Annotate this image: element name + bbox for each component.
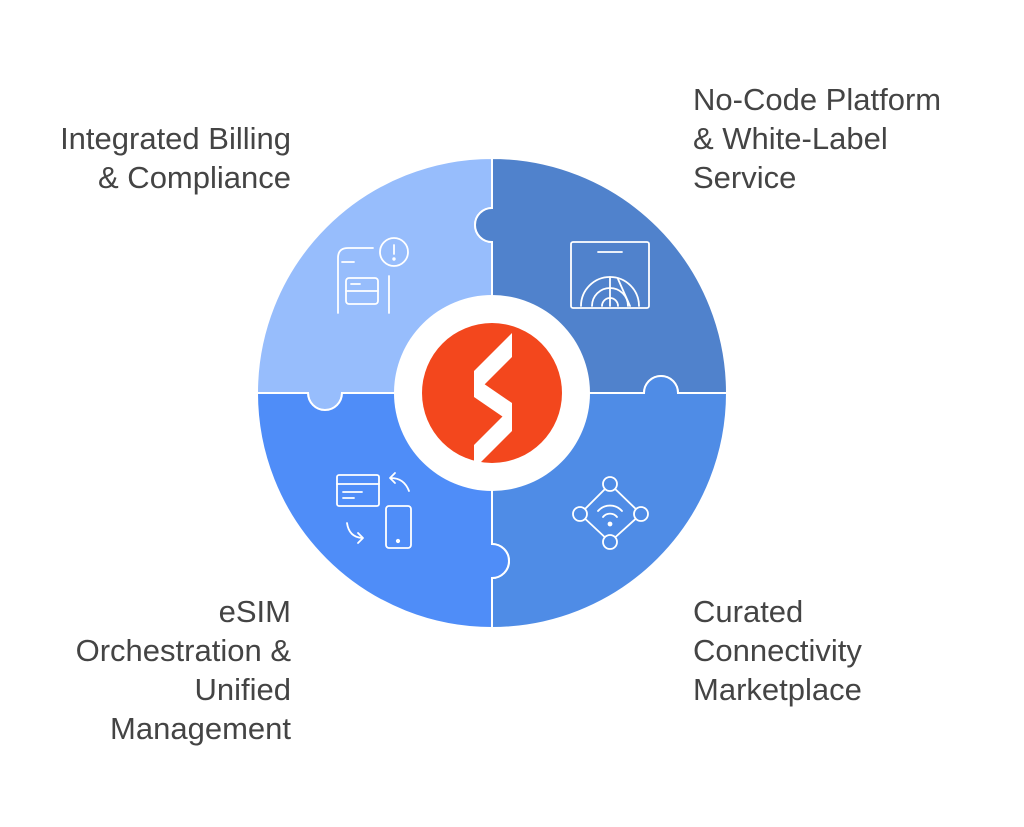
label-no-code-platform: No-Code Platform & White-Label Service (693, 80, 941, 197)
network-wifi-icon (572, 476, 649, 550)
label-line: Service (693, 160, 797, 195)
label-line: Management (110, 711, 291, 746)
label-line: Orchestration & (75, 633, 291, 668)
device-sync-icon (336, 472, 412, 549)
billing-compliance-icon (337, 237, 409, 314)
label-line: Curated (693, 594, 804, 629)
brand-logo-icon (474, 333, 512, 469)
label-line: Unified (194, 672, 292, 707)
label-line: & Compliance (98, 160, 291, 195)
label-line: Marketplace (693, 672, 862, 707)
label-line: No-Code Platform (693, 82, 942, 117)
label-esim-orchestration: eSIM Orchestration & Unified Management (76, 592, 291, 748)
label-line: & White-Label (693, 121, 888, 156)
label-curated-connectivity: Curated Connectivity Marketplace (693, 592, 862, 709)
label-line: Connectivity (693, 633, 862, 668)
label-integrated-billing: Integrated Billing & Compliance (60, 119, 291, 197)
dashboard-gauge-icon (570, 241, 650, 309)
label-line: Integrated Billing (60, 121, 291, 156)
label-line: eSIM (218, 594, 291, 629)
